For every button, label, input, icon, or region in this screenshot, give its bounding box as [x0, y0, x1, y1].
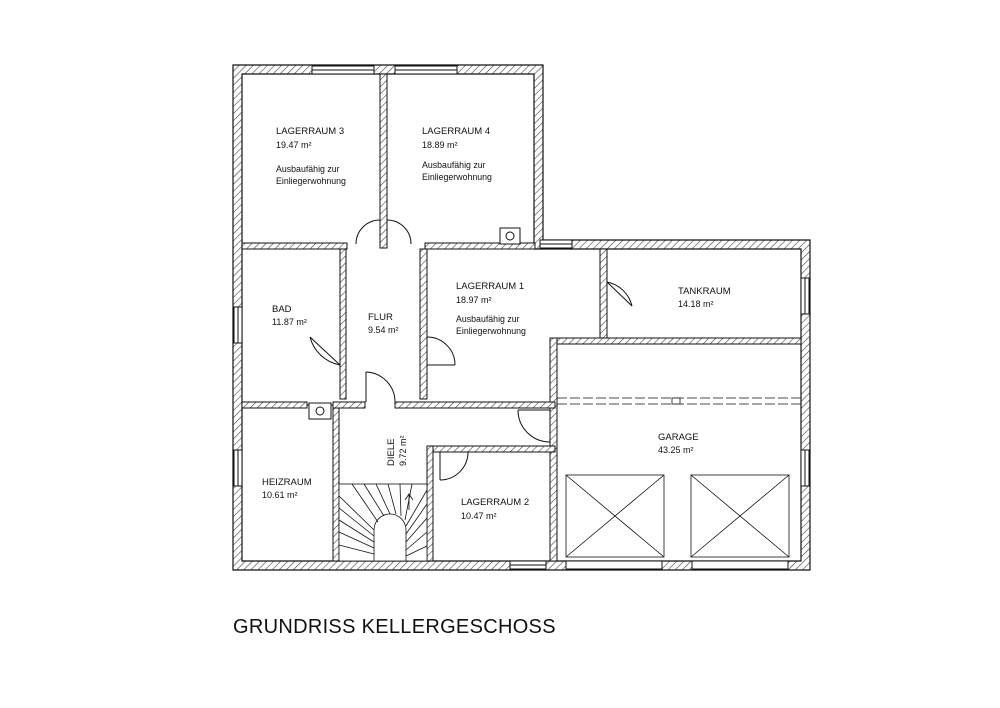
parking-space-right [690, 474, 790, 558]
room-tankraum-area: 14.18 m² [678, 299, 714, 309]
room-lagerraum3-name: LAGERRAUM 3 [276, 126, 344, 137]
windows [233, 65, 810, 570]
room-bad-area: 11.87 m² [272, 317, 307, 327]
room-lagerraum1-note1: Ausbaufähig zur [456, 314, 520, 324]
room-garage-area: 43.25 m² [658, 445, 694, 455]
room-lagerraum3-note1: Ausbaufähig zur [276, 164, 340, 174]
staircase [338, 483, 428, 562]
room-lagerraum1-note2: Einliegerwohnung [456, 326, 526, 336]
room-lagerraum2-area: 10.47 m² [461, 511, 497, 521]
room-lagerraum4-note1: Ausbaufähig zur [422, 160, 486, 170]
room-flur-name: FLUR [368, 312, 393, 323]
room-lagerraum4-name: LAGERRAUM 4 [422, 126, 490, 137]
doors [307, 219, 633, 481]
room-bad-name: BAD [272, 304, 292, 315]
room-tankraum-name: TANKRAUM [678, 286, 731, 297]
exterior-walls [232, 64, 811, 571]
room-lagerraum1-name: LAGERRAUM 1 [456, 281, 524, 292]
garage-features [557, 397, 801, 570]
room-diele-area: 9.72 m² [398, 435, 408, 466]
chimneys [308, 227, 521, 420]
room-garage-name: GARAGE [658, 432, 699, 443]
room-lagerraum4-area: 18.89 m² [422, 140, 458, 150]
room-lagerraum3-area: 19.47 m² [276, 140, 312, 150]
plan-title: GRUNDRISS KELLERGESCHOSS [233, 616, 556, 638]
room-lagerraum3-note2: Einliegerwohnung [276, 176, 346, 186]
room-labels: LAGERRAUM 3 19.47 m² Ausbaufähig zur Ein… [262, 126, 731, 521]
room-lagerraum2-name: LAGERRAUM 2 [461, 497, 529, 508]
room-heizraum-name: HEIZRAUM [262, 477, 312, 488]
room-lagerraum4-note2: Einliegerwohnung [422, 172, 492, 182]
garage-door-right [691, 560, 789, 570]
room-flur-area: 9.54 m² [368, 325, 399, 335]
garage-door-left [565, 560, 663, 570]
room-heizraum-area: 10.61 m² [262, 490, 298, 500]
interior-walls [241, 73, 802, 562]
room-diele-name: DIELE [386, 439, 397, 466]
room-lagerraum1-area: 18.97 m² [456, 295, 492, 305]
parking-space-left [565, 474, 665, 558]
